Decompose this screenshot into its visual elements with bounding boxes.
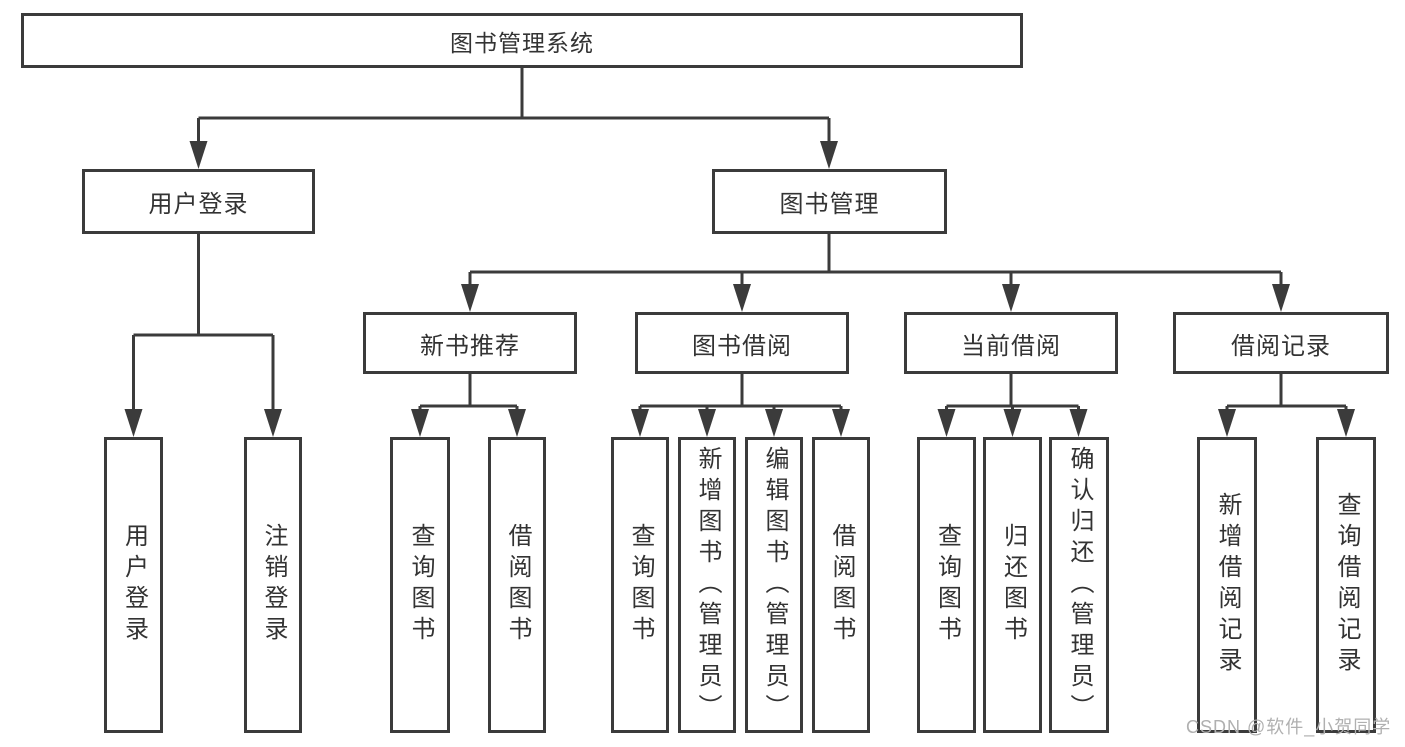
leaf-query-books-3: 查询图书 — [917, 437, 976, 733]
node-new-book-recommend-label: 新书推荐 — [420, 332, 520, 360]
leaf-add-books-admin: 新增图书（管理员） — [678, 437, 736, 733]
leaf-query-books-3-label: 查询图书 — [933, 523, 961, 647]
leaf-borrow-books-1: 借阅图书 — [488, 437, 546, 733]
leaf-logout-label: 注销登录 — [260, 523, 287, 647]
node-current-borrow: 当前借阅 — [904, 312, 1118, 374]
node-book-management-label: 图书管理 — [779, 191, 880, 218]
node-book-borrow-label: 图书借阅 — [692, 332, 792, 360]
leaf-borrow-books-1-label: 借阅图书 — [504, 523, 531, 647]
node-current-borrow-label: 当前借阅 — [961, 332, 1061, 360]
csdn-watermark: CSDN @软件_小贺同学 — [1186, 717, 1392, 737]
leaf-confirm-return-admin-label: 确认归还（管理员） — [1066, 445, 1093, 725]
leaf-edit-books-admin-label: 编辑图书（管理员） — [761, 445, 788, 725]
leaf-query-borrow-record-label: 查询借阅记录 — [1333, 492, 1360, 678]
node-borrow-records-label: 借阅记录 — [1231, 332, 1331, 360]
leaf-logout: 注销登录 — [244, 437, 302, 733]
leaf-borrow-books-2: 借阅图书 — [812, 437, 870, 733]
leaf-add-borrow-record-label: 新增借阅记录 — [1214, 492, 1241, 678]
leaf-query-books-1: 查询图书 — [390, 437, 450, 733]
node-book-borrow: 图书借阅 — [635, 312, 849, 374]
leaf-query-borrow-record: 查询借阅记录 — [1316, 437, 1376, 733]
leaf-user-login: 用户登录 — [104, 437, 163, 733]
node-book-management: 图书管理 — [712, 169, 947, 234]
leaf-query-books-2-label: 查询图书 — [627, 523, 654, 647]
node-borrow-records: 借阅记录 — [1173, 312, 1389, 374]
leaf-add-borrow-record: 新增借阅记录 — [1197, 437, 1257, 733]
leaf-borrow-books-2-label: 借阅图书 — [828, 523, 855, 647]
leaf-add-books-admin-label: 新增图书（管理员） — [694, 445, 721, 725]
leaf-return-books: 归还图书 — [983, 437, 1042, 733]
leaf-return-books-label: 归还图书 — [999, 523, 1027, 647]
node-library-system-label: 图书管理系统 — [450, 29, 594, 56]
leaf-edit-books-admin: 编辑图书（管理员） — [745, 437, 803, 733]
node-library-system: 图书管理系统 — [21, 13, 1023, 68]
leaf-query-books-1-label: 查询图书 — [407, 523, 434, 647]
leaf-user-login-label: 用户登录 — [120, 523, 148, 647]
leaf-confirm-return-admin: 确认归还（管理员） — [1049, 437, 1109, 733]
node-user-login-label: 用户登录 — [148, 191, 249, 218]
node-new-book-recommend: 新书推荐 — [363, 312, 577, 374]
node-user-login: 用户登录 — [82, 169, 315, 234]
leaf-query-books-2: 查询图书 — [611, 437, 669, 733]
